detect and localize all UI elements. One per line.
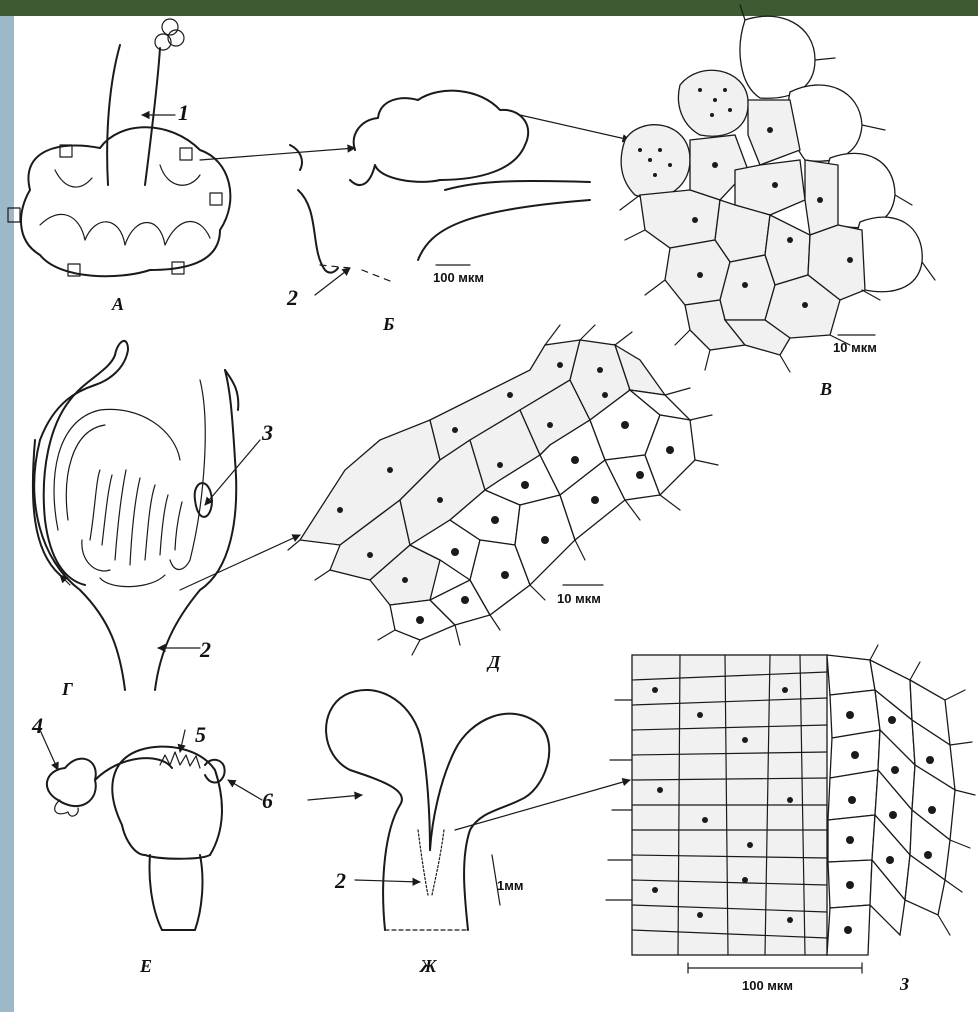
- label-3: 3: [261, 420, 273, 445]
- label-1: 1: [178, 100, 189, 125]
- panel-label-v: В: [819, 379, 832, 399]
- scale-d: 10 мкм: [557, 591, 601, 606]
- arrow-a-to-b: [200, 148, 355, 160]
- scale-zh: 1мм: [497, 878, 523, 893]
- panel-b-drawing: [290, 91, 590, 295]
- panel-label-g: Г: [61, 679, 73, 699]
- panel-label-zh: Ж: [418, 956, 437, 976]
- arrow-g-to-d: [180, 535, 300, 590]
- panel-zh-drawing: [308, 690, 549, 930]
- scale-z: 100 мкм: [742, 978, 793, 993]
- label-6: 6: [262, 788, 273, 813]
- label-2-zh: 2: [334, 868, 346, 893]
- panel-a-drawing: [8, 19, 230, 276]
- panel-label-e: Е: [139, 956, 152, 976]
- scale-v: 10 мкм: [833, 340, 877, 355]
- label-4: 4: [31, 713, 43, 738]
- arrow-zh-to-z: [455, 780, 630, 830]
- panel-g-drawing: [33, 341, 260, 690]
- label-5: 5: [195, 722, 206, 747]
- panel-label-d: Д: [486, 652, 501, 672]
- panel-z-cells: [606, 645, 975, 973]
- scale-b: 100 мкм: [433, 270, 484, 285]
- panel-label-b: Б: [382, 314, 394, 334]
- panel-label-z: З: [899, 974, 909, 994]
- arrow-b-to-v: [520, 115, 630, 140]
- panel-d-cells: [288, 325, 718, 655]
- panel-e-drawing: [40, 730, 262, 930]
- panel-v-cells: [620, 5, 935, 372]
- label-2-b: 2: [286, 285, 298, 310]
- panel-label-a: А: [111, 294, 124, 314]
- label-2-g: 2: [199, 637, 211, 662]
